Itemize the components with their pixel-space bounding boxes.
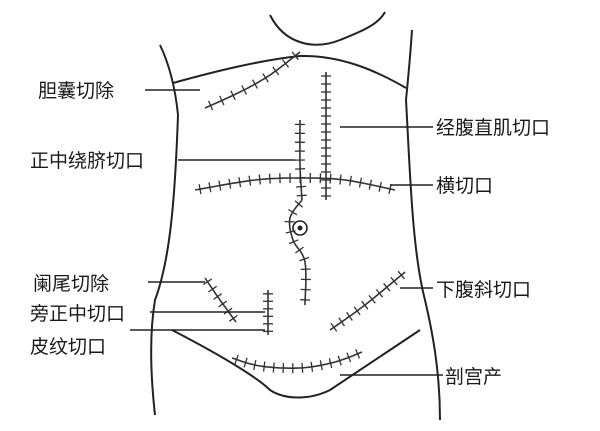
chest-line xyxy=(172,54,407,89)
stitch-mark xyxy=(262,361,266,372)
stitch-mark xyxy=(223,307,233,315)
stitch-mark xyxy=(346,352,352,363)
incision-upper-midline-line xyxy=(299,120,303,201)
stitch-mark xyxy=(349,175,352,186)
incision-cesarean-line xyxy=(231,351,363,369)
incision-transverse-line xyxy=(194,177,396,191)
stitch-mark xyxy=(328,358,333,369)
stitch-mark xyxy=(300,288,311,291)
stitch-mark xyxy=(218,180,222,191)
torso-left-outline xyxy=(150,44,180,416)
stitch-mark xyxy=(208,285,218,293)
incision-appendectomy-line xyxy=(204,277,237,323)
label-appendectomy: 阑尾切除 xyxy=(33,273,109,295)
stitch-mark xyxy=(361,300,369,310)
stitch-mark xyxy=(243,357,248,368)
stitch-mark xyxy=(288,208,298,216)
stitch-mark xyxy=(219,95,225,106)
stitch-mark xyxy=(339,174,342,185)
stitch-mark xyxy=(288,239,299,245)
stitch-mark xyxy=(228,314,238,322)
incision-umbilical-curve-line xyxy=(288,199,307,305)
torso-right-outline xyxy=(404,29,441,421)
groin-line xyxy=(171,329,421,399)
incision-umbilical-curve xyxy=(284,199,311,305)
label-midline-umbilical: 正中绕脐切口 xyxy=(30,150,144,172)
stitch-mark xyxy=(301,362,304,373)
incision-rectus xyxy=(321,72,331,200)
stitch-mark xyxy=(375,289,384,298)
stitch-mark xyxy=(358,177,363,188)
stitch-mark xyxy=(252,79,258,89)
incision-upper-midline xyxy=(294,120,307,201)
incision-lower-oblique xyxy=(329,270,406,332)
stitch-mark xyxy=(218,300,228,308)
stitch-mark xyxy=(268,173,271,184)
stitch-mark xyxy=(310,361,314,372)
label-lower-oblique: 下腹斜切口 xyxy=(436,279,531,301)
stitch-mark xyxy=(258,174,261,185)
stitch-mark xyxy=(272,66,280,76)
stitch-mark xyxy=(203,278,213,286)
stitch-mark xyxy=(368,294,376,304)
stitch-mark xyxy=(285,230,296,234)
stitch-mark xyxy=(208,182,212,193)
stitch-mark xyxy=(213,293,223,300)
stitch-mark xyxy=(208,100,214,111)
label-cesarean: 剖宫产 xyxy=(445,366,502,388)
stitch-mark xyxy=(368,179,373,190)
stitch-mark xyxy=(281,59,290,68)
stitch-mark xyxy=(238,177,242,188)
stitch-mark xyxy=(330,322,338,332)
stitch-mark xyxy=(346,311,353,321)
label-paramedian: 旁正中切口 xyxy=(30,303,125,325)
stitch-mark xyxy=(296,185,307,188)
stitch-mark xyxy=(329,173,332,184)
stitch-mark xyxy=(383,282,391,292)
stitch-mark xyxy=(262,73,269,83)
incision-cesarean xyxy=(231,348,363,374)
stitch-mark xyxy=(198,184,202,195)
incision-paramedian xyxy=(263,290,273,335)
label-skin-crease: 皮纹切口 xyxy=(30,336,106,358)
stitch-mark xyxy=(296,194,307,197)
stitch-mark xyxy=(294,200,304,208)
incision-appendectomy xyxy=(203,277,238,323)
incision-gallbladder xyxy=(204,51,301,111)
stitch-mark xyxy=(390,276,398,286)
label-transverse: 横切口 xyxy=(436,175,493,197)
neck-curve xyxy=(269,11,386,46)
stitch-mark xyxy=(337,355,342,366)
stitch-mark xyxy=(253,359,257,371)
navel-outer xyxy=(292,220,308,236)
stitch-mark xyxy=(272,362,275,373)
navel-inner xyxy=(297,225,303,231)
label-gallbladder: 胆囊切除 xyxy=(38,80,114,102)
stitch-mark xyxy=(319,360,323,371)
stitch-mark xyxy=(338,317,346,327)
stitch-mark xyxy=(397,270,406,280)
stitch-mark xyxy=(291,51,299,61)
stitch-mark xyxy=(355,348,361,359)
stitch-mark xyxy=(228,178,232,189)
stitch-mark xyxy=(248,175,252,186)
stitch-mark xyxy=(295,246,304,254)
stitch-mark xyxy=(234,354,239,365)
stitch-mark xyxy=(241,85,247,95)
stitch-mark xyxy=(230,90,236,101)
label-rectus: 经腹直肌切口 xyxy=(436,117,550,139)
stitch-mark xyxy=(378,181,382,192)
incisions xyxy=(194,51,406,374)
stitch-mark xyxy=(299,256,310,262)
incision-transverse xyxy=(194,172,396,195)
stitch-mark xyxy=(353,306,361,316)
